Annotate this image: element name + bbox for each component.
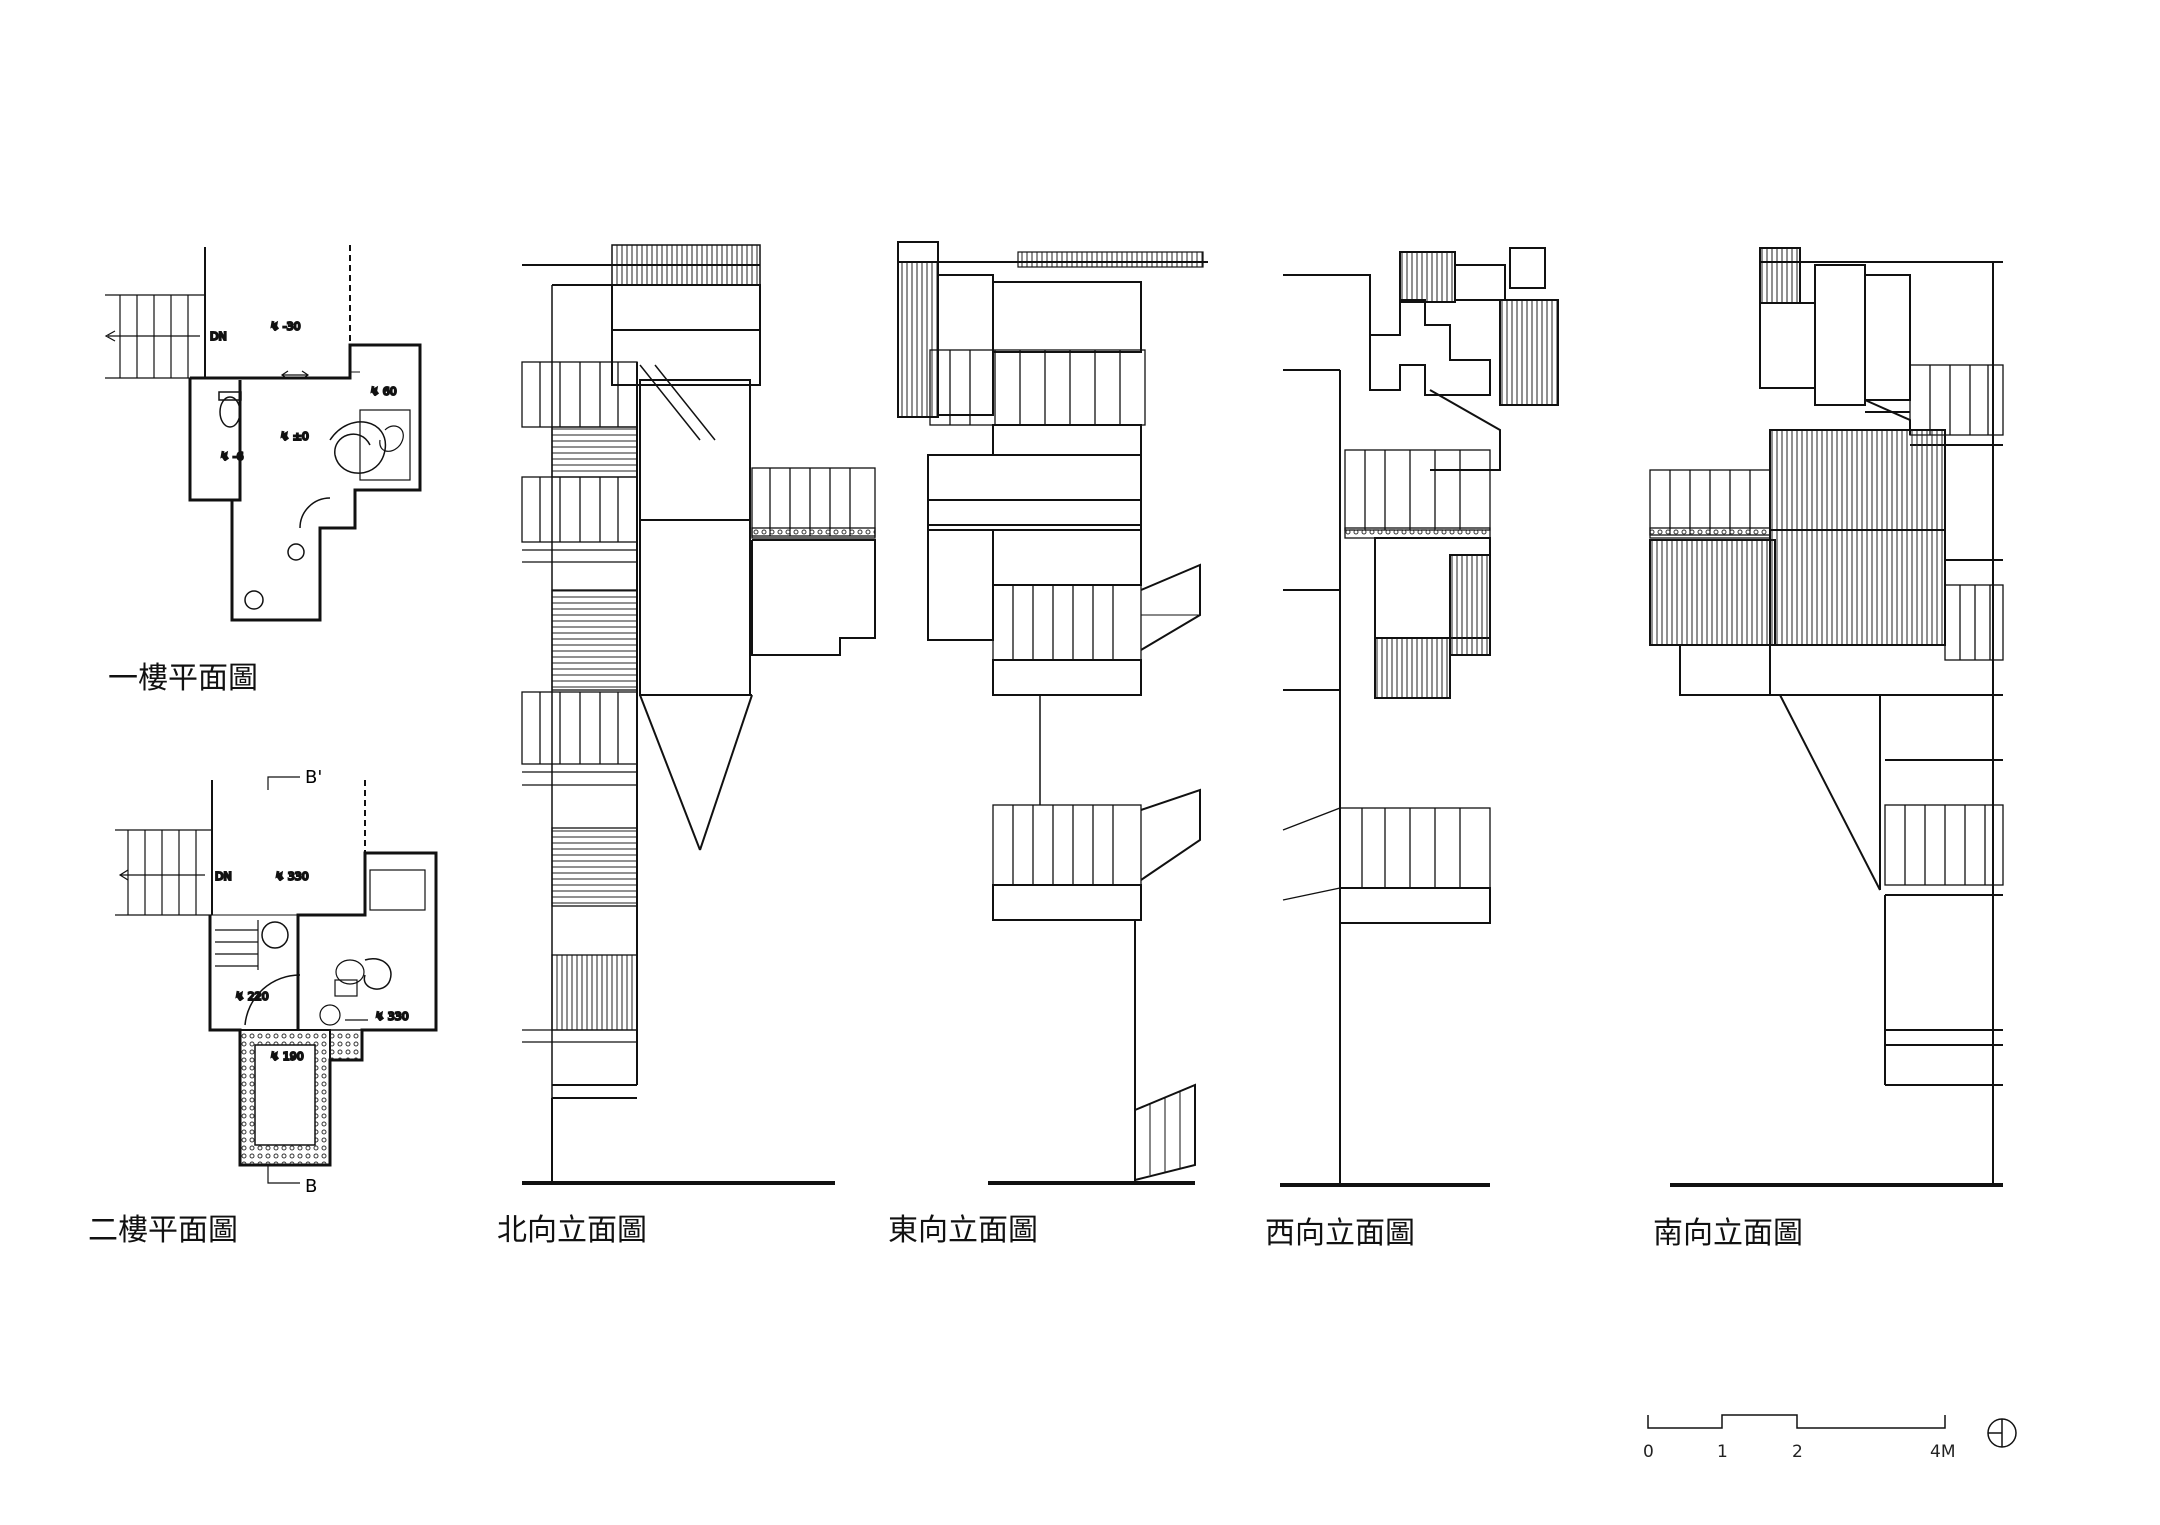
plan-1f-dn-mark: DN xyxy=(210,330,227,343)
section-mark-bottom: B xyxy=(305,1176,317,1197)
plan-2f-level-mark: ↯ 330 xyxy=(275,870,309,883)
elevation-west xyxy=(1280,247,1559,1187)
plan-1f-level-mark: ↯ -30 xyxy=(270,320,301,333)
section-mark-top: B' xyxy=(305,767,322,788)
plan-2f-level-mark: ↯ 220 xyxy=(235,990,269,1003)
plan-1f: DN ↯ -30 ↯ ±0 ↯ -6 ↯ 60 xyxy=(104,245,422,622)
plan-2f-dn-mark: DN xyxy=(215,870,232,883)
scale-tick-label: 0 xyxy=(1643,1442,1654,1462)
elevation-east-title: 東向立面圖 xyxy=(888,1213,1038,1248)
scale-tick-label: 2 xyxy=(1792,1442,1803,1462)
plan-1f-level-mark: ↯ 60 xyxy=(370,385,397,398)
elevation-north xyxy=(521,244,876,1185)
plan-1f-level-mark: ↯ -6 xyxy=(220,450,244,463)
plan-2f-title: 二樓平面圖 xyxy=(88,1213,238,1248)
scale-tick-label: 4M xyxy=(1930,1442,1955,1462)
scale-tick-label: 1 xyxy=(1717,1442,1728,1462)
elevation-south xyxy=(1649,247,2004,1187)
north-arrow-icon xyxy=(1987,1418,2017,1448)
elevation-north-title: 北向立面圖 xyxy=(497,1213,647,1248)
scale-bar xyxy=(1647,1414,1946,1429)
elevation-south-title: 南向立面圖 xyxy=(1653,1216,1803,1251)
plan-2f-level-mark: ↯ 190 xyxy=(270,1050,304,1063)
plan-2f-level-mark: ↯ 330 xyxy=(375,1010,409,1023)
elevation-east xyxy=(897,241,1208,1185)
plan-2f-stairs xyxy=(115,829,212,916)
plan-2f: DN ↯ 330 ↯ 330 ↯ 220 ↯ 190 xyxy=(115,776,438,1184)
elevation-west-title: 西向立面圖 xyxy=(1265,1216,1415,1251)
plan-1f-title: 一樓平面圖 xyxy=(108,661,258,696)
plan-1f-stairs xyxy=(104,294,205,379)
plan-1f-level-mark: ↯ ±0 xyxy=(280,430,309,443)
